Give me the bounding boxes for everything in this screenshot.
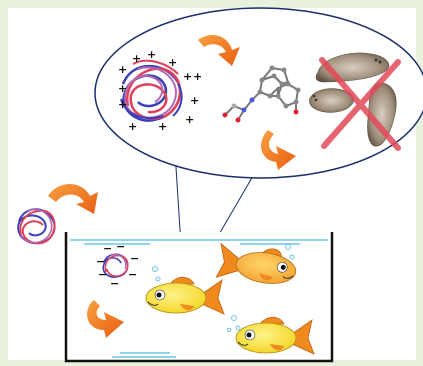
charge-plus: + [190, 94, 199, 107]
charge-plus: + [168, 56, 177, 69]
charge-minus: − [130, 252, 139, 265]
curved-arrow-icon [48, 184, 98, 214]
charge-plus: + [147, 48, 156, 61]
charge-minus: − [96, 255, 105, 268]
charge-plus: + [183, 70, 192, 83]
charge-plus: + [158, 120, 167, 133]
charge-plus: + [128, 120, 137, 133]
charge-minus: − [103, 242, 112, 255]
charge-minus: − [98, 268, 107, 281]
charge-plus: + [118, 98, 127, 111]
charge-plus: + [193, 70, 202, 83]
charge-plus: + [185, 113, 194, 126]
charge-minus: − [116, 240, 125, 253]
charge-plus: + [132, 52, 141, 65]
charge-minus: − [128, 268, 137, 281]
charge-minus: − [110, 277, 119, 290]
charge-plus: + [118, 63, 127, 76]
charge-plus: + [118, 82, 127, 95]
polymer-nanoparticle-icon [18, 209, 54, 243]
